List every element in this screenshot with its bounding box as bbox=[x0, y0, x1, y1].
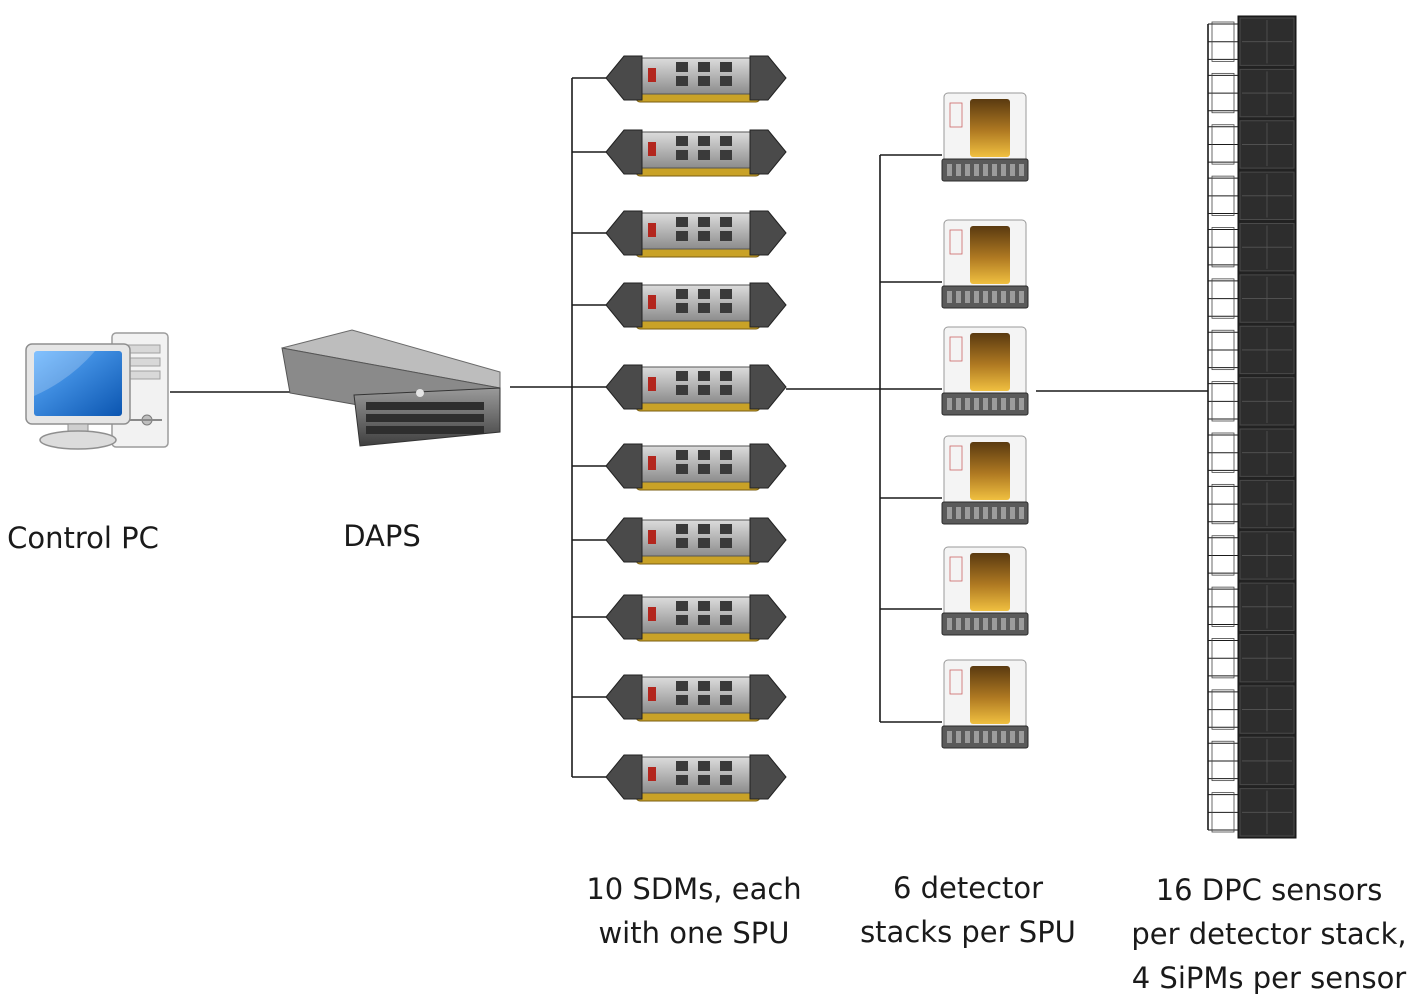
detector-stacks bbox=[941, 92, 1029, 749]
sdm-module-icon bbox=[605, 594, 787, 642]
detector-stack-caption: 6 detector stacks per SPU bbox=[848, 866, 1088, 954]
sdm-module-icon bbox=[605, 443, 787, 491]
detector-stack-caption-line-1: 6 detector bbox=[892, 871, 1044, 905]
detector-stack-icon bbox=[941, 435, 1029, 525]
sdm-module-icon bbox=[605, 129, 787, 177]
sdm-module-icon bbox=[605, 55, 787, 103]
dpc-sensor-caption-line-3: 4 SiPMs per sensor bbox=[1131, 961, 1407, 995]
detector-stack-caption-line-2: stacks per SPU bbox=[860, 915, 1076, 949]
detector-stack-icon bbox=[941, 659, 1029, 749]
sdm-caption-line-1: 10 SDMs, each bbox=[586, 872, 802, 906]
detector-stack-icon bbox=[941, 546, 1029, 636]
sdm-module-icon bbox=[605, 210, 787, 258]
detector-stack-icon bbox=[941, 219, 1029, 309]
daps-label-text: DAPS bbox=[343, 519, 421, 553]
control-pc-label: Control PC bbox=[0, 516, 166, 560]
sdm-module-icon bbox=[605, 674, 787, 722]
daps-label: DAPS bbox=[330, 514, 434, 558]
sdm-caption: 10 SDMs, each with one SPU bbox=[568, 867, 820, 955]
sdm-module-icon bbox=[605, 517, 787, 565]
dpc-sensor-caption: 16 DPC sensors per detector stack, 4 SiP… bbox=[1118, 868, 1420, 1000]
rack-server-icon bbox=[281, 329, 501, 447]
dpc-sensor-caption-line-1: 16 DPC sensors bbox=[1155, 873, 1383, 907]
sdm-module-icon bbox=[605, 754, 787, 802]
desktop-computer-icon bbox=[25, 332, 169, 450]
dpc-sensor-caption-line-2: per detector stack, bbox=[1131, 917, 1407, 951]
sdm-modules bbox=[605, 55, 787, 802]
detector-stack-icon bbox=[941, 326, 1029, 416]
sdm-branch-lines bbox=[572, 77, 608, 778]
sdm-caption-line-2: with one SPU bbox=[598, 916, 790, 950]
dpc-sensor-column-icon bbox=[1207, 15, 1297, 839]
sdm-module-icon bbox=[605, 364, 787, 412]
sdm-module-icon bbox=[605, 282, 787, 330]
detector-stack-icon bbox=[941, 92, 1029, 182]
connection-lines bbox=[170, 78, 1208, 777]
control-pc-label-text: Control PC bbox=[7, 521, 159, 555]
stack-branch-lines bbox=[880, 154, 942, 723]
